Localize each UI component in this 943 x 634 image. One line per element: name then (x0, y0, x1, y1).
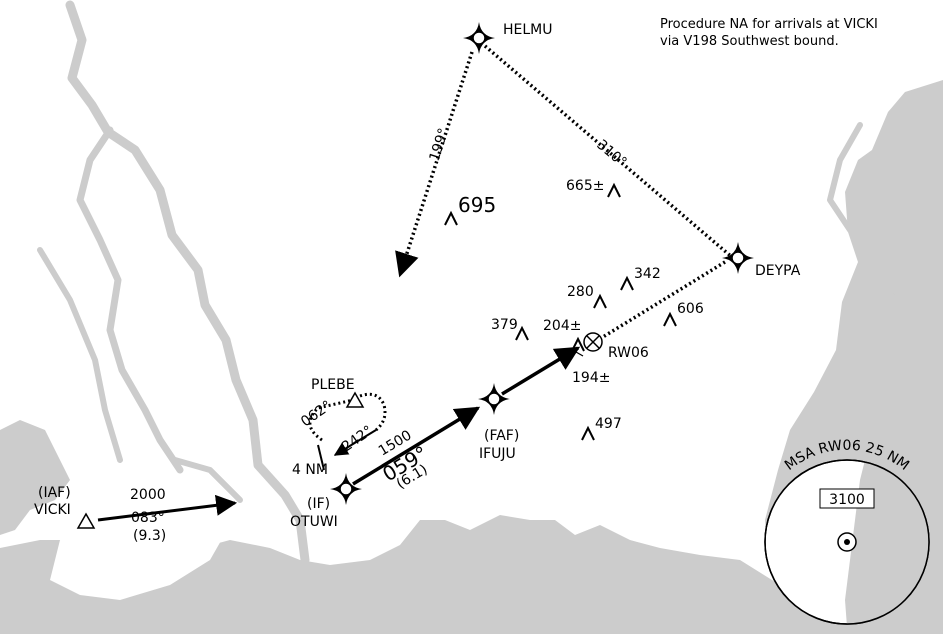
leg-helmu-deypa (483, 44, 735, 260)
river-main (65, 0, 310, 565)
label-deypa: DEYPA (755, 263, 801, 279)
leg-otuwi-ifuju (352, 406, 481, 486)
obstacle-497-icon (581, 425, 595, 441)
vicki-triangle[interactable] (76, 512, 96, 529)
label-obstacle-204: 204± (543, 318, 581, 334)
label-initial-distance: (9.3) (133, 528, 166, 544)
river-branch-2 (37, 247, 123, 463)
river-east (827, 122, 863, 233)
obstacle-606-icon (663, 311, 677, 327)
bay-east (863, 173, 917, 307)
msa-altitude-box (819, 488, 875, 509)
label-ifuju: IFUJU (479, 446, 516, 462)
label-helmu: HELMU (503, 22, 553, 38)
obstacle-665-icon (607, 182, 621, 198)
south-channel (50, 520, 230, 600)
leg-helmu-outbound (395, 51, 474, 278)
label-obstacle-379: 379 (491, 317, 518, 333)
label-obstacle-342: 342 (634, 266, 661, 282)
rivers (37, 0, 917, 565)
holding-pattern (308, 392, 387, 471)
label-initial-course: 083° (131, 510, 165, 526)
label-otuwi: OTUWI (290, 514, 338, 530)
west-land (0, 420, 70, 535)
msa-airport-icon (837, 532, 857, 552)
hold-inbound-leg (308, 398, 354, 442)
leg-ifuju-runway (501, 346, 581, 396)
runway-pointer-194 (575, 351, 584, 357)
hold-outbound-leg (333, 429, 377, 456)
label-otuwi-role: (IF) (307, 496, 330, 512)
label-obstacle-280: 280 (567, 284, 594, 300)
obstacle-280-icon (593, 293, 607, 309)
river-branch-1 (76, 126, 184, 474)
label-obstacle-606: 606 (677, 301, 704, 317)
label-obstacle-497: 497 (595, 416, 622, 432)
label-plebe: PLEBE (311, 377, 355, 393)
obstacle-204-icon (571, 336, 585, 352)
label-msa-altitude: 3100 (829, 492, 865, 508)
label-initial-altitude: 2000 (130, 487, 166, 503)
airport-symbol[interactable] (583, 332, 603, 352)
label-vicki-role: (IAF) (38, 485, 71, 501)
label-runway: RW06 (608, 345, 649, 361)
plebe-triangle[interactable] (345, 391, 365, 408)
hold-fix-bar (317, 444, 325, 471)
obstacle-695-icon (444, 210, 458, 226)
label-ifuju-role: (FAF) (484, 428, 519, 444)
label-obstacle-194: 194± (572, 370, 610, 386)
label-obstacle-695: 695 (458, 193, 496, 217)
procedure-note: Procedure NA for arrivals at VICKI via V… (660, 16, 940, 50)
procedure-note-line-2: via V198 Southwest bound. (660, 34, 839, 49)
label-obstacle-665: 665± (566, 178, 604, 194)
label-hold-leg: 4 NM (292, 462, 328, 478)
river-branch-3 (172, 457, 243, 503)
obstacle-379-icon (515, 325, 529, 341)
label-vicki: VICKI (34, 502, 71, 518)
procedure-note-line-1: Procedure NA for arrivals at VICKI (660, 17, 878, 32)
obstacle-symbols (444, 182, 677, 441)
obstacle-342-icon (620, 275, 634, 291)
leg-vicki-initial (97, 494, 238, 522)
